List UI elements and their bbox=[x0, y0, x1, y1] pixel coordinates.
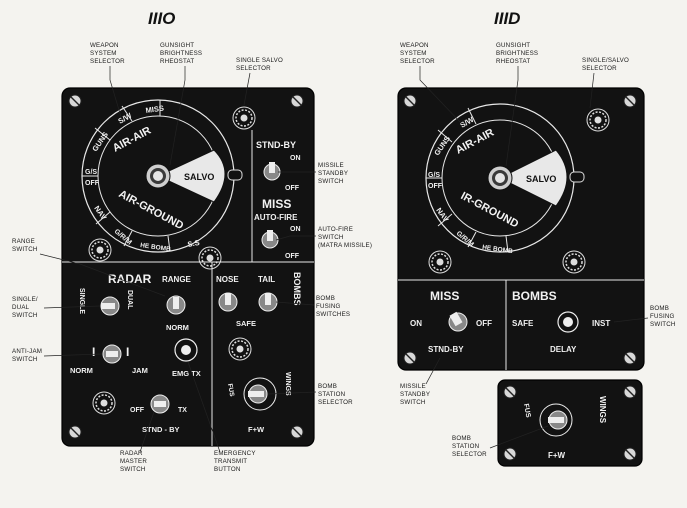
miss-standby-label: STND-BY bbox=[256, 140, 296, 150]
screw-icon bbox=[623, 351, 637, 365]
emg-tx-label: EMG TX bbox=[172, 369, 201, 378]
bombs-safe: SAFE bbox=[512, 319, 534, 328]
dial-label-off: OFF bbox=[428, 183, 443, 190]
gunsight-brightness-knob-icon[interactable] bbox=[487, 165, 513, 191]
range-norm: NORM bbox=[166, 323, 189, 332]
anti-jam-i: I bbox=[92, 345, 95, 359]
salvo-label: SALVO bbox=[526, 174, 556, 184]
screw-icon bbox=[403, 94, 417, 108]
screw-icon bbox=[623, 385, 637, 399]
miss-standby-on: ON bbox=[290, 155, 301, 162]
screw-icon bbox=[68, 94, 82, 108]
anti-jam-norm: NORM bbox=[70, 366, 93, 375]
screw-icon bbox=[623, 94, 637, 108]
single-label: SINGLE bbox=[78, 288, 85, 314]
anti-jam-jam: JAM bbox=[132, 366, 148, 375]
anti-jam-ii: I bbox=[126, 345, 129, 359]
bombs-delay: DELAY bbox=[550, 345, 577, 354]
rheostat-knob-icon bbox=[232, 106, 256, 130]
screw-icon bbox=[403, 351, 417, 365]
left-panel-title: IIIO bbox=[148, 9, 175, 28]
dial-label-he-bomb: HE BOMB bbox=[140, 242, 172, 253]
salvo-selector-pointer[interactable] bbox=[156, 149, 226, 203]
screw-icon bbox=[503, 385, 517, 399]
rosette-knob-icon bbox=[562, 250, 586, 274]
screw-icon bbox=[290, 425, 304, 439]
left-control-panel: GUNS S/W MISS AIR-AIR G/S OFF AIR-GROUND… bbox=[61, 87, 315, 447]
auto-fire-on: ON bbox=[290, 226, 301, 233]
bomb-nose-label: NOSE bbox=[216, 275, 239, 284]
bomb-station-wings: WINGS bbox=[284, 372, 291, 396]
dial-label-miss: MISS bbox=[145, 104, 164, 115]
rosette-knob-icon bbox=[92, 391, 116, 415]
miss-stnd-by: STND-BY bbox=[428, 345, 464, 354]
bombs-title: BOMBS bbox=[512, 289, 557, 303]
bomb-station-fus: FUS bbox=[522, 403, 531, 418]
rosette-knob-icon bbox=[88, 238, 112, 262]
bomb-station-fus: FUS bbox=[226, 383, 235, 398]
screw-icon bbox=[290, 94, 304, 108]
dual-label: DUAL bbox=[126, 290, 133, 310]
gunsight-brightness-knob-icon[interactable] bbox=[145, 163, 171, 189]
rosette-knob-icon bbox=[228, 337, 252, 361]
miss-title: MISS bbox=[262, 197, 291, 211]
miss-off: OFF bbox=[476, 319, 492, 328]
salvo-label: SALVO bbox=[184, 172, 214, 182]
miss-standby-off: OFF bbox=[285, 185, 300, 192]
screw-icon bbox=[503, 447, 517, 461]
radar-master-tx: TX bbox=[178, 407, 187, 414]
bomb-station-fw: F+W bbox=[548, 451, 566, 460]
bomb-station-fw: F+W bbox=[248, 425, 265, 434]
dial-label-off: OFF bbox=[85, 180, 100, 187]
salvo-selector-pointer[interactable] bbox=[498, 149, 568, 207]
screw-icon bbox=[68, 425, 82, 439]
dial-label-gs: G/S bbox=[85, 169, 97, 176]
dial-label-he-bomb: HE BOMB bbox=[482, 244, 514, 255]
dial-label-ss: S.S bbox=[187, 238, 200, 249]
rheostat-knob-icon bbox=[586, 108, 610, 132]
dial-label-gs: G/S bbox=[428, 172, 440, 179]
bomb-station-wings: WINGS bbox=[598, 396, 607, 424]
miss-on: ON bbox=[410, 319, 422, 328]
auto-fire-off: OFF bbox=[285, 253, 300, 260]
right-control-panel: GUNS S/W AIR-AIR G/S OFF IR-GROUND NAV G… bbox=[397, 87, 645, 467]
range-label: RANGE bbox=[162, 275, 192, 284]
radar-master-standby: STND - BY bbox=[142, 425, 180, 434]
screw-icon bbox=[623, 447, 637, 461]
radar-master-off: OFF bbox=[130, 407, 145, 414]
bomb-tail-label: TAIL bbox=[258, 275, 275, 284]
bomb-safe-label: SAFE bbox=[236, 319, 256, 328]
bombs-vertical-label: BOMBS bbox=[292, 272, 302, 306]
right-panel-title: IIID bbox=[494, 9, 520, 28]
rosette-knob-icon bbox=[428, 250, 452, 274]
radar-title: RADAR bbox=[108, 272, 152, 286]
miss-title: MISS bbox=[430, 289, 459, 303]
auto-fire-label: AUTO-FIRE bbox=[254, 213, 298, 222]
bombs-inst: INST bbox=[592, 319, 610, 328]
rosette-knob-icon bbox=[198, 246, 222, 270]
